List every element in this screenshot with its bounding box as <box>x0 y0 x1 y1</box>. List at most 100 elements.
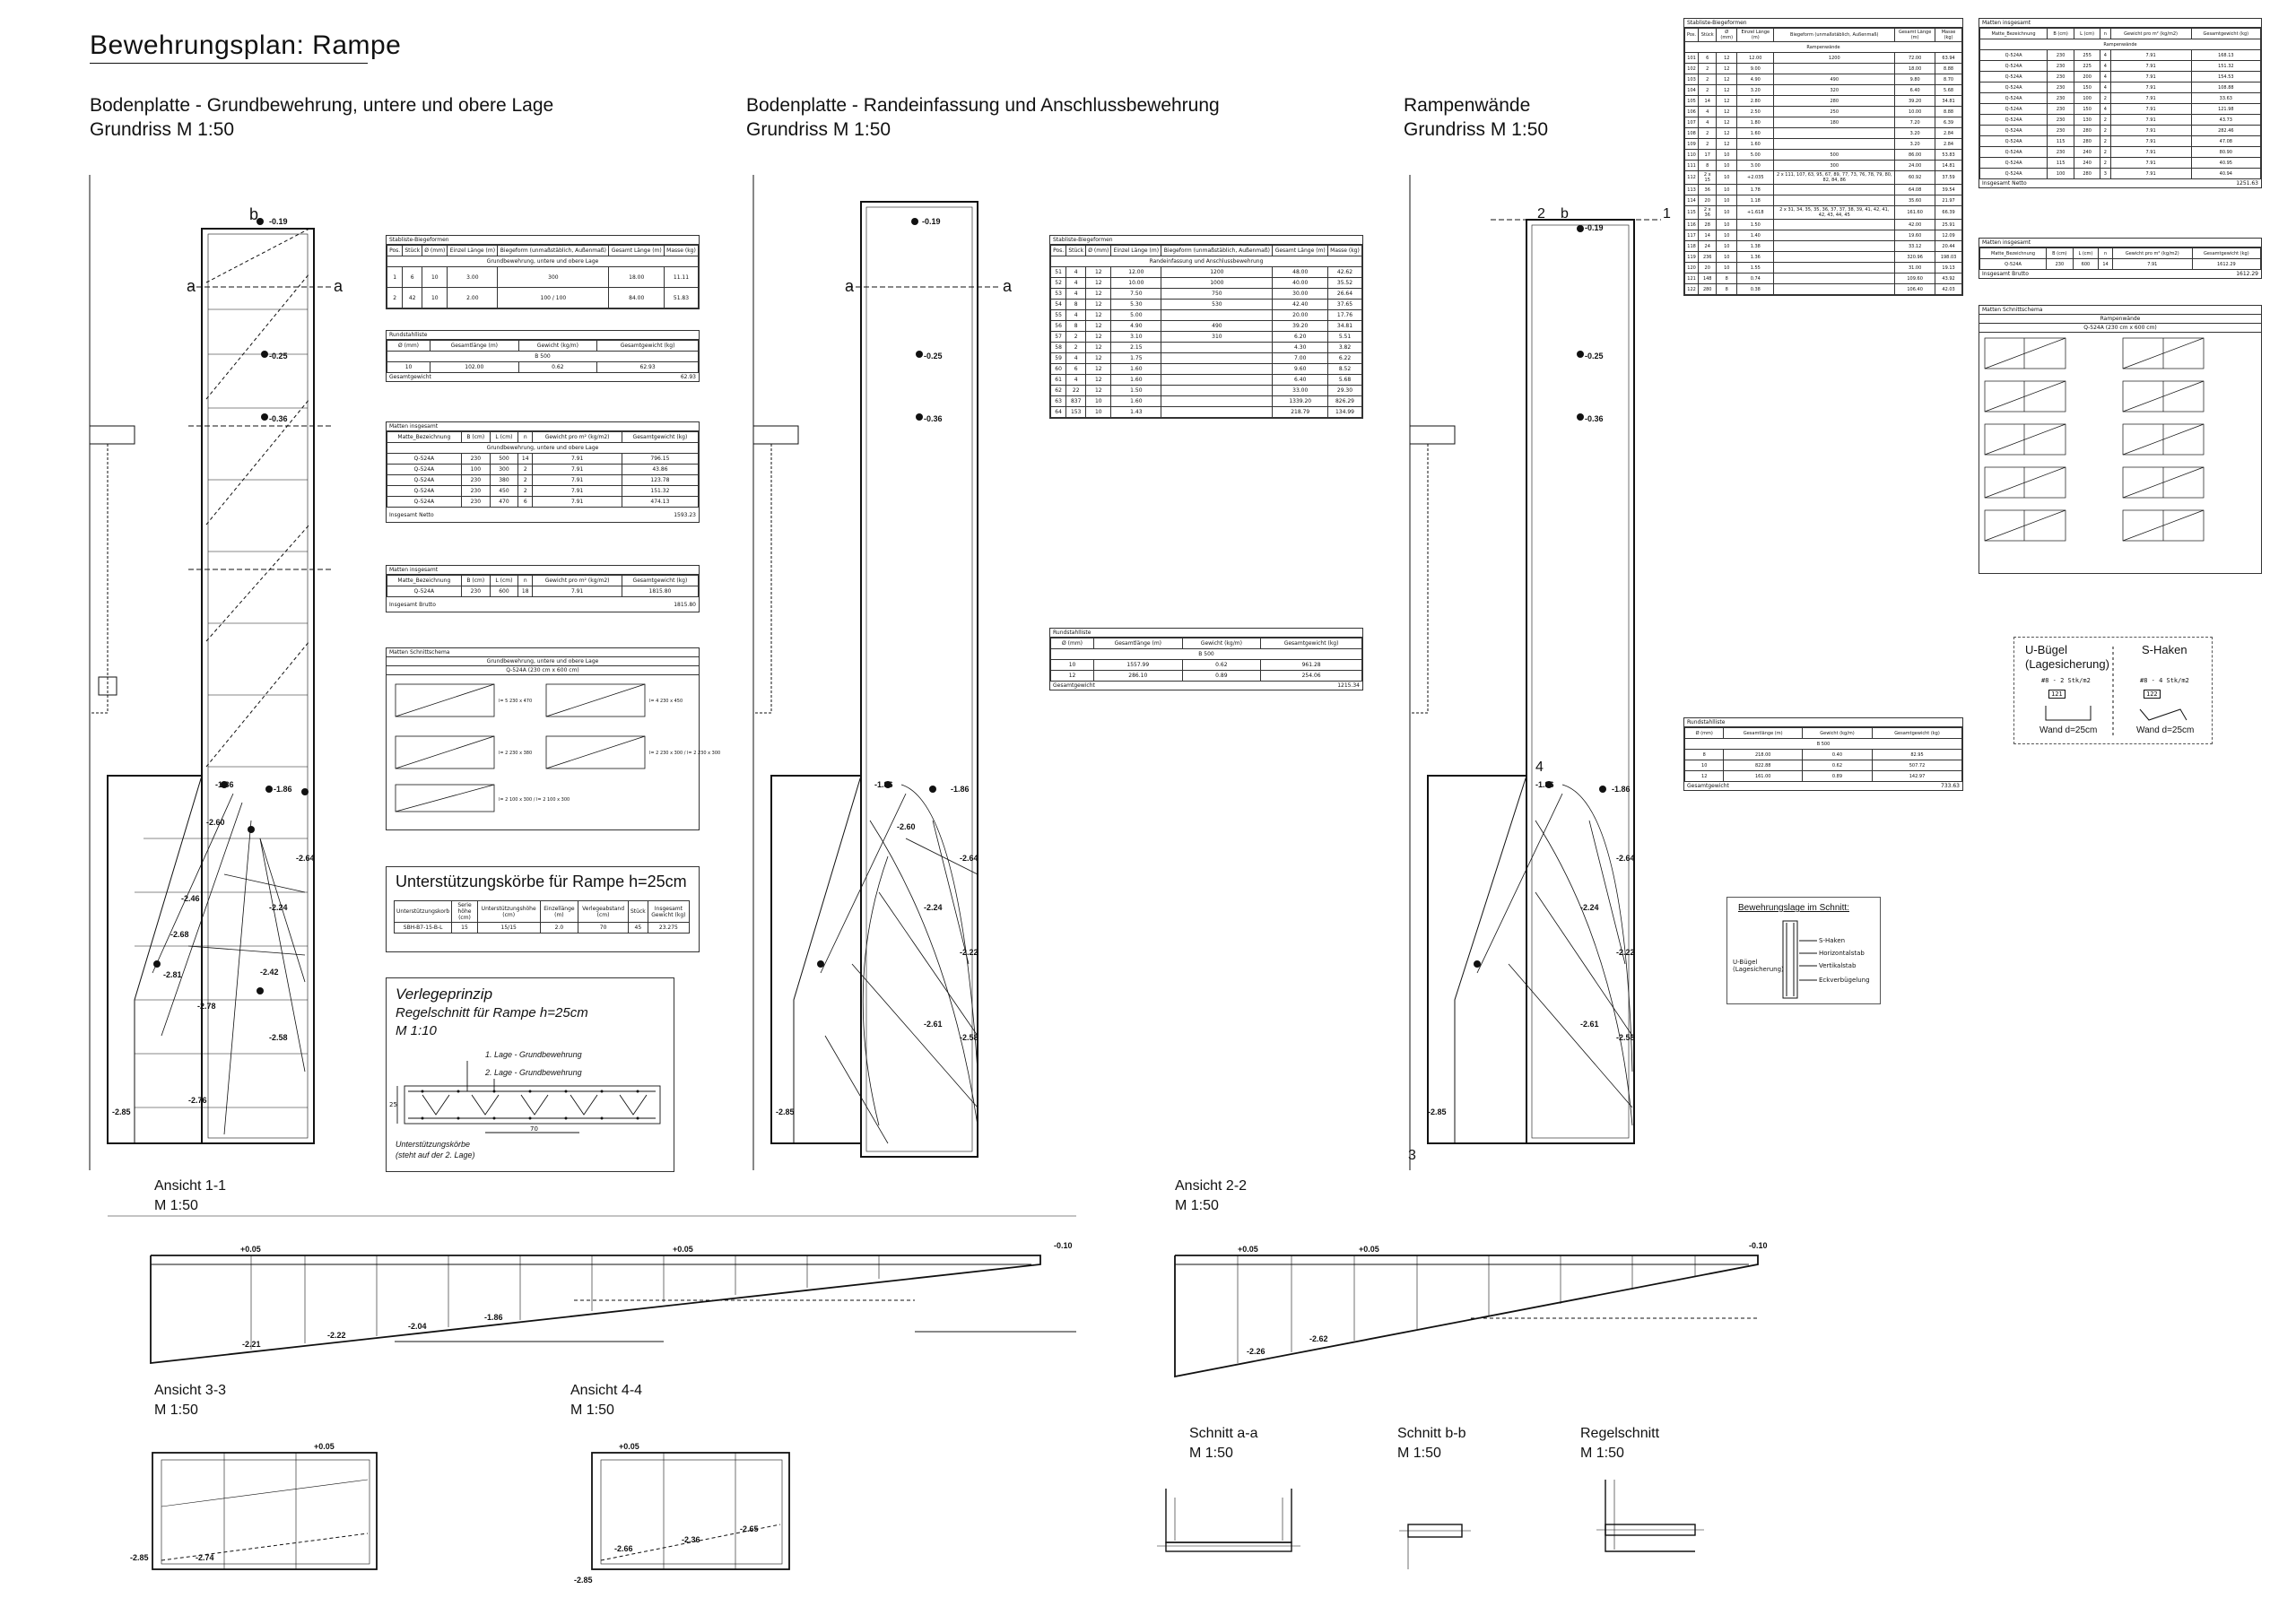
verlege-scale: M 1:10 <box>396 1023 437 1038</box>
cell: 0.62 <box>1801 760 1874 771</box>
cell: 500 <box>1773 149 1896 161</box>
layer2-label: 2. Lage - Grundbewehrung <box>485 1068 582 1077</box>
cell: 10 <box>386 361 431 373</box>
cell: 33.12 <box>1894 240 1936 252</box>
cell: 3.20 <box>1894 138 1936 150</box>
cell: 822.88 <box>1723 760 1803 771</box>
elev-label: +0.05 <box>1359 1245 1379 1254</box>
cell: 10 <box>1716 195 1738 206</box>
lage-left-label: U-Bügel (Lagesicherung) <box>1733 959 1784 973</box>
cell: 18 <box>517 586 534 597</box>
col-header: Matte_Bezeichnung <box>1979 28 2048 39</box>
cell: 12.00 <box>1736 52 1775 64</box>
cell: 15/15 <box>476 922 541 934</box>
cell: 37.59 <box>1935 170 1962 185</box>
cell: 60.92 <box>1894 170 1936 185</box>
cell: 24 <box>1698 240 1718 252</box>
elev-label: -2.85 <box>776 1107 795 1116</box>
cell: 961.28 <box>1260 659 1362 671</box>
cell: 530 <box>1161 299 1274 310</box>
cell: 168.13 <box>2190 49 2262 61</box>
cell: 10 <box>1716 184 1738 195</box>
matten-table-1: Matten insgesamt Matte_Bezeichnung B (cm… <box>386 421 700 523</box>
cell: Q-524A <box>1979 60 2048 72</box>
elev-label: -2.78 <box>197 1002 216 1011</box>
cell: Q-524A <box>387 464 462 475</box>
wand-label-2: Wand d=25cm <box>2136 725 2195 735</box>
wand-label-1: Wand d=25cm <box>2039 725 2098 735</box>
total-label: Gesamtgewicht <box>1687 783 1729 789</box>
total-label: Insgesamt Brutto <box>1982 271 2029 277</box>
view-regelschnitt: Regelschnitt M 1:50 <box>1580 1424 1659 1463</box>
cell: 218.79 <box>1272 406 1328 418</box>
cell: 12 <box>1716 52 1738 64</box>
cell: 7.91 <box>2109 71 2192 83</box>
view-title: Regelschnitt <box>1580 1426 1660 1441</box>
elev-label: -2.76 <box>188 1096 207 1105</box>
cell: 230 <box>460 453 491 465</box>
cell: 7.91 <box>2111 258 2193 270</box>
cell: 7.91 <box>2109 82 2192 93</box>
cell: 18.00 <box>608 266 665 288</box>
elev-label: -2.22 <box>327 1331 346 1340</box>
cell: 280 <box>1698 283 1718 295</box>
cell: 1.38 <box>1736 240 1775 252</box>
table-header-row: Pos. Stück Ø (mm) Einzel Länge (m) Biege… <box>386 245 700 256</box>
dim-spacing: 70 <box>530 1125 538 1133</box>
cell: 7.91 <box>2109 168 2192 179</box>
cell: 151.32 <box>621 485 700 497</box>
view-title: Ansicht 2-2 <box>1175 1178 1248 1194</box>
cell: 12 <box>1085 320 1112 332</box>
cell: 8.88 <box>1935 63 1962 74</box>
cell: 12 <box>1085 352 1112 364</box>
stabliste-table-2: Stabliste-Biegeformen Pos. Stück Ø (mm) … <box>1049 235 1363 419</box>
table-row: 8 218.00 0.40 82.95 <box>1683 749 1962 760</box>
elev-label: -2.64 <box>296 854 315 863</box>
elev-label: -2.58 <box>1616 1033 1635 1042</box>
cell: 12 <box>1683 770 1725 782</box>
cell: 600 <box>489 586 519 597</box>
cell <box>1161 385 1274 396</box>
col-header: Pos. <box>1683 28 1700 42</box>
cell: 12 <box>1085 331 1112 343</box>
elev-label: -2.64 <box>960 854 978 863</box>
table-row: Q-524A 230 600 14 7.91 1612.29 <box>1979 258 2262 270</box>
elev-label: -2.85 <box>130 1553 149 1562</box>
ansicht-44-drawing: +0.05 -2.66 -2.85 -2.36 -2.65 <box>574 1442 790 1585</box>
cell: 12.00 <box>1110 266 1162 278</box>
cell: 2 <box>2100 92 2111 104</box>
table-title: Stabliste-Biegeformen <box>1684 19 1962 28</box>
shaken-spec: #8 - 4 Stk/m2 <box>2140 677 2189 684</box>
cell: 5.00 <box>1736 149 1775 161</box>
cell: 2 x 111, 107, 63, 95, 67, 89, 77, 73, 76… <box>1773 170 1896 185</box>
cell: 23.275 <box>647 922 691 934</box>
cell: Q-524A <box>1979 49 2048 61</box>
cell: Q-524A <box>387 474 462 486</box>
verlege-title: Verlegeprinzip <box>396 986 493 1003</box>
cell: 1.40 <box>1736 230 1775 241</box>
cell: 154.53 <box>2190 71 2262 83</box>
cell: 236 <box>1698 251 1718 263</box>
cell: Q-524A <box>1979 71 2048 83</box>
cell: 33.00 <box>1272 385 1328 396</box>
cell: 8.70 <box>1935 74 1962 85</box>
cell: 2.50 <box>1736 106 1775 117</box>
cell: 112 <box>1683 170 1700 185</box>
cell: 2.80 <box>1736 95 1775 107</box>
cell: Q-524A <box>387 586 462 597</box>
cell: 151.32 <box>2190 60 2262 72</box>
cell: 120 <box>1683 262 1700 274</box>
cell: 12 <box>1085 299 1112 310</box>
cell <box>1161 309 1274 321</box>
cell: 10.00 <box>1110 277 1162 289</box>
cell: 10 <box>1716 160 1738 171</box>
col-header: Pos. <box>1049 245 1067 256</box>
